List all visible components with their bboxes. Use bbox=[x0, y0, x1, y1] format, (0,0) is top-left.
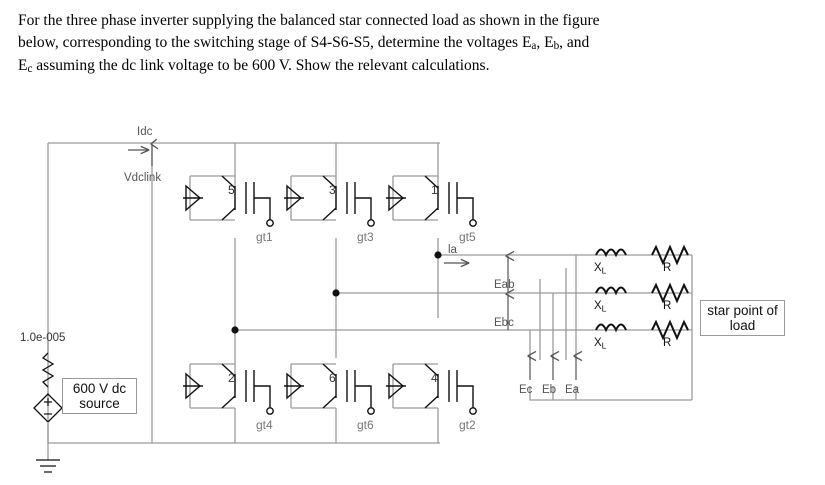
dc-bus-wires bbox=[47, 142, 440, 444]
dc-source-branch bbox=[33, 339, 63, 473]
resistor-3 bbox=[651, 319, 689, 341]
node-phase-b bbox=[332, 289, 340, 297]
question-line-3: Ec assuming the dc link voltage to be 60… bbox=[18, 57, 490, 75]
switch-number-1: 1 bbox=[431, 183, 438, 197]
inductor-1 bbox=[595, 248, 627, 258]
switch-bottom-6: 6 gt6 bbox=[284, 363, 375, 432]
phase-voltage-annotations: Ec Eb Ea bbox=[519, 255, 692, 401]
circuit-diagram: Idc Vdclink 1.0e-005 bbox=[0, 108, 825, 485]
resistor-2 bbox=[651, 282, 689, 304]
gate-wire-5 bbox=[254, 197, 271, 220]
load-branch-1: XL R bbox=[594, 244, 689, 276]
ia-annotation: la bbox=[444, 244, 470, 268]
switch-bottom-2: 2 gt4 bbox=[183, 363, 274, 432]
ground-symbol bbox=[36, 459, 60, 473]
gate-terminal-5 bbox=[266, 219, 274, 227]
load-branch-3: XL R bbox=[594, 319, 689, 351]
dc-source-label-line1: 600 V dc bbox=[72, 381, 127, 396]
star-point-label-box: star point of load bbox=[700, 300, 785, 336]
question-text: For the three phase inverter supplying t… bbox=[18, 10, 808, 78]
gate-terminal-1 bbox=[469, 219, 477, 227]
load-branch-2: XL R bbox=[594, 282, 689, 314]
ebc-annotation: Ebc bbox=[494, 294, 514, 330]
gate-terminal-2 bbox=[266, 407, 274, 415]
switch-number-5: 5 bbox=[228, 183, 235, 197]
diode-triangle-5 bbox=[185, 184, 202, 212]
igbt-gate-plates-5 bbox=[245, 182, 255, 214]
star-point-label-line1: star point of bbox=[707, 303, 778, 318]
idc-annotation: Idc Vdclink bbox=[124, 126, 161, 184]
switch-number-2: 2 bbox=[228, 371, 235, 385]
ec-return-wire bbox=[529, 386, 692, 401]
eb-label: Eb bbox=[542, 384, 556, 396]
load-frame-wires bbox=[539, 268, 567, 360]
gate-terminal-3 bbox=[367, 219, 375, 227]
eab-annotation: Eab bbox=[494, 256, 514, 293]
node-phase-a bbox=[434, 251, 442, 259]
gate-terminal-6 bbox=[367, 407, 375, 415]
switch-number-3: 3 bbox=[329, 183, 336, 197]
switch-top-5: 5 gt1 bbox=[183, 175, 274, 244]
eab-label: Eab bbox=[494, 279, 514, 291]
ea-label: Ea bbox=[565, 384, 580, 396]
resistor-label-3: R bbox=[663, 337, 671, 349]
inductor-label-1: XL bbox=[594, 262, 607, 276]
gate-terminal-4 bbox=[469, 407, 477, 415]
circuit-svg: Idc Vdclink 1.0e-005 bbox=[20, 126, 693, 473]
gate-label-gt2: gt2 bbox=[459, 418, 476, 432]
resistor-1 bbox=[651, 244, 689, 266]
igbt-leads-5 bbox=[221, 175, 236, 221]
source-resistor-zigzag bbox=[41, 352, 55, 388]
switch-top-3: 3 gt3 bbox=[284, 175, 375, 244]
inductor-label-3: XL bbox=[594, 337, 607, 351]
switch-number-6: 6 bbox=[329, 371, 336, 385]
phase-output-wires bbox=[235, 254, 692, 331]
source-resistor-label: 1.0e-005 bbox=[20, 332, 65, 344]
gate-label-gt5: gt5 bbox=[459, 230, 476, 244]
ebc-label: Ebc bbox=[494, 317, 514, 329]
inductor-label-2: XL bbox=[594, 300, 607, 314]
question-line-1: For the three phase inverter supplying t… bbox=[18, 12, 600, 29]
switch-bottom-4: 4 gt2 bbox=[386, 363, 477, 432]
dc-source-label-box: 600 V dc source bbox=[62, 378, 137, 414]
ec-label: Ec bbox=[519, 384, 533, 396]
dc-source-label-line2: source bbox=[79, 396, 120, 411]
switch-number-4: 4 bbox=[431, 371, 438, 385]
switch-top-1: 1 gt5 bbox=[386, 175, 477, 244]
inductor-3 bbox=[595, 323, 627, 333]
resistor-label-1: R bbox=[663, 262, 671, 274]
star-point-label-line2: load bbox=[729, 318, 756, 333]
gate-label-gt6: gt6 bbox=[357, 418, 374, 432]
idc-label: Idc bbox=[137, 126, 153, 138]
gate-label-gt1: gt1 bbox=[256, 230, 273, 244]
gate-label-gt3: gt3 bbox=[357, 230, 374, 244]
inductor-2 bbox=[595, 286, 627, 296]
gate-label-gt4: gt4 bbox=[256, 418, 273, 432]
question-line-2: below, corresponding to the switching st… bbox=[18, 34, 590, 52]
vdclink-label: Vdclink bbox=[124, 172, 161, 184]
ia-label: la bbox=[448, 244, 458, 256]
resistor-label-2: R bbox=[663, 300, 671, 312]
source-plus-sign bbox=[44, 398, 52, 406]
phase-junction-dots bbox=[231, 251, 442, 334]
node-phase-c bbox=[231, 326, 239, 334]
